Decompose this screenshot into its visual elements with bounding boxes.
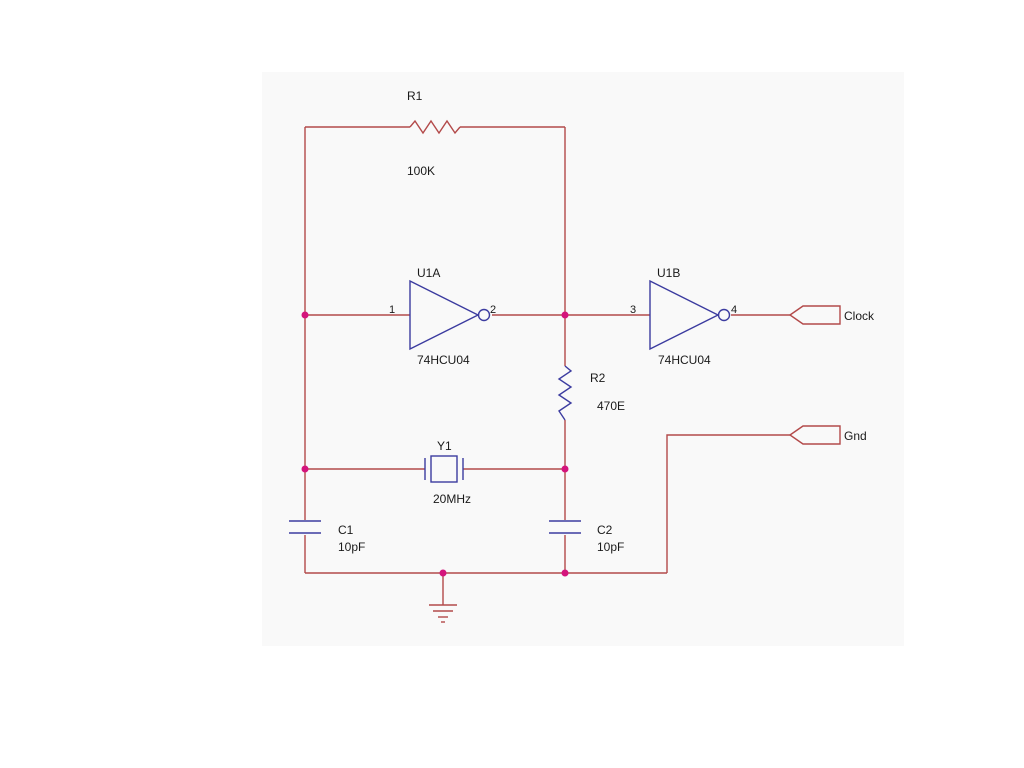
u1b-ref-label: U1B xyxy=(657,266,680,280)
inverter-u1b-body xyxy=(649,279,720,351)
ground-symbol xyxy=(429,604,457,623)
gnd-port-icon xyxy=(788,425,841,445)
wire-gnd-return xyxy=(666,434,790,573)
junctions xyxy=(301,311,569,577)
clock-port-label: Clock xyxy=(844,309,875,323)
c1-ref-label: C1 xyxy=(338,523,354,537)
inverter-u1a-bubble xyxy=(477,308,491,322)
crystal-y1-body xyxy=(430,455,458,483)
clock-port-icon xyxy=(788,305,841,325)
inverter-u1b xyxy=(649,279,731,351)
junction-right-u1a xyxy=(561,311,569,319)
junction-right-y1 xyxy=(561,465,569,473)
junction-left-y1 xyxy=(301,465,309,473)
junction-bottom-right xyxy=(561,569,569,577)
u1a-ref-label: U1A xyxy=(417,266,440,280)
inverter-u1b-bubble xyxy=(717,308,731,322)
inverter-u1a-body xyxy=(409,279,480,351)
gnd-port-label: Gnd xyxy=(844,429,867,443)
r1-value-label: 100K xyxy=(407,164,435,178)
r1-ref-label: R1 xyxy=(407,89,423,103)
c2-value-label: 10pF xyxy=(597,540,624,554)
u1b-pin-in-label: 3 xyxy=(630,304,636,316)
resistor-r1-symbol xyxy=(409,119,461,135)
resistor-r2-symbol xyxy=(557,365,573,421)
crystal-y1 xyxy=(424,455,464,483)
capacitor-c1 xyxy=(289,520,321,534)
inverter-u1a xyxy=(409,279,491,351)
u1a-part-label: 74HCU04 xyxy=(417,353,470,367)
c1-value-label: 10pF xyxy=(338,540,365,554)
wires xyxy=(304,126,790,605)
schematic-panel xyxy=(262,72,904,646)
y1-value-label: 20MHz xyxy=(433,492,471,506)
junction-ground xyxy=(439,569,447,577)
junction-left-u1a xyxy=(301,311,309,319)
y1-ref-label: Y1 xyxy=(437,439,452,453)
r2-value-label: 470E xyxy=(597,399,625,413)
capacitor-c2 xyxy=(549,520,581,534)
u1b-pin-out-label: 4 xyxy=(731,304,737,316)
u1a-pin-out-label: 2 xyxy=(490,304,496,316)
c2-ref-label: C2 xyxy=(597,523,613,537)
r2-ref-label: R2 xyxy=(590,371,606,385)
u1b-part-label: 74HCU04 xyxy=(658,353,711,367)
u1a-pin-in-label: 1 xyxy=(389,304,395,316)
